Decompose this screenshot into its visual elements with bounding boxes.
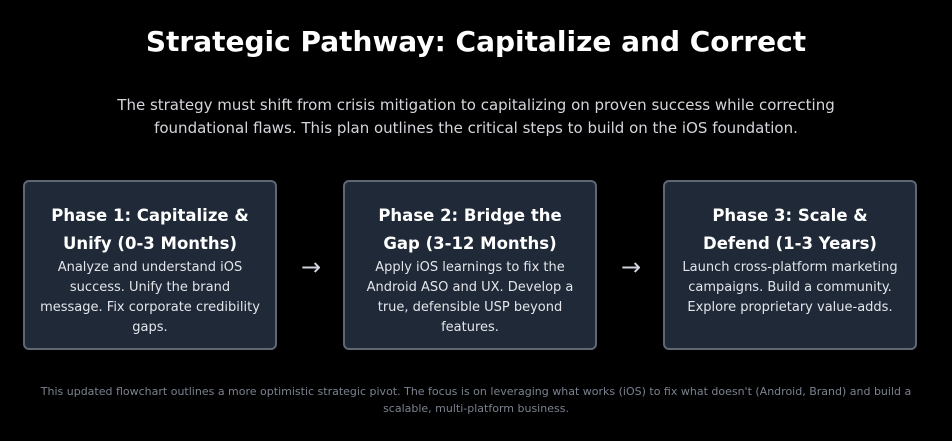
phase-3-card: Phase 3: Scale & Defend (1-3 Years) Laun…: [663, 180, 917, 350]
phase-flowchart: Phase 1: Capitalize & Unify (0-3 Months)…: [23, 180, 919, 352]
right-arrow-icon: →: [620, 253, 642, 281]
phase-2-card: Phase 2: Bridge the Gap (3-12 Months) Ap…: [343, 180, 597, 350]
phase-2-description: Apply iOS learnings to fix the Android A…: [366, 260, 574, 335]
footnote: This updated flowchart outlines a more o…: [40, 385, 912, 415]
phase-3-description: Launch cross-platform marketing campaign…: [682, 260, 898, 315]
phase-1-title: Phase 1: Capitalize & Unify (0-3 Months): [51, 206, 249, 253]
phase-1-card: Phase 1: Capitalize & Unify (0-3 Months)…: [23, 180, 277, 350]
phase-2-title: Phase 2: Bridge the Gap (3-12 Months): [378, 206, 562, 253]
page-subtitle: The strategy must shift from crisis miti…: [117, 96, 835, 137]
page-title: Strategic Pathway: Capitalize and Correc…: [145, 25, 807, 58]
phase-3-title: Phase 3: Scale & Defend (1-3 Years): [703, 206, 877, 253]
phase-1-description: Analyze and understand iOS success. Unif…: [40, 260, 260, 335]
right-arrow-icon: →: [300, 253, 322, 281]
